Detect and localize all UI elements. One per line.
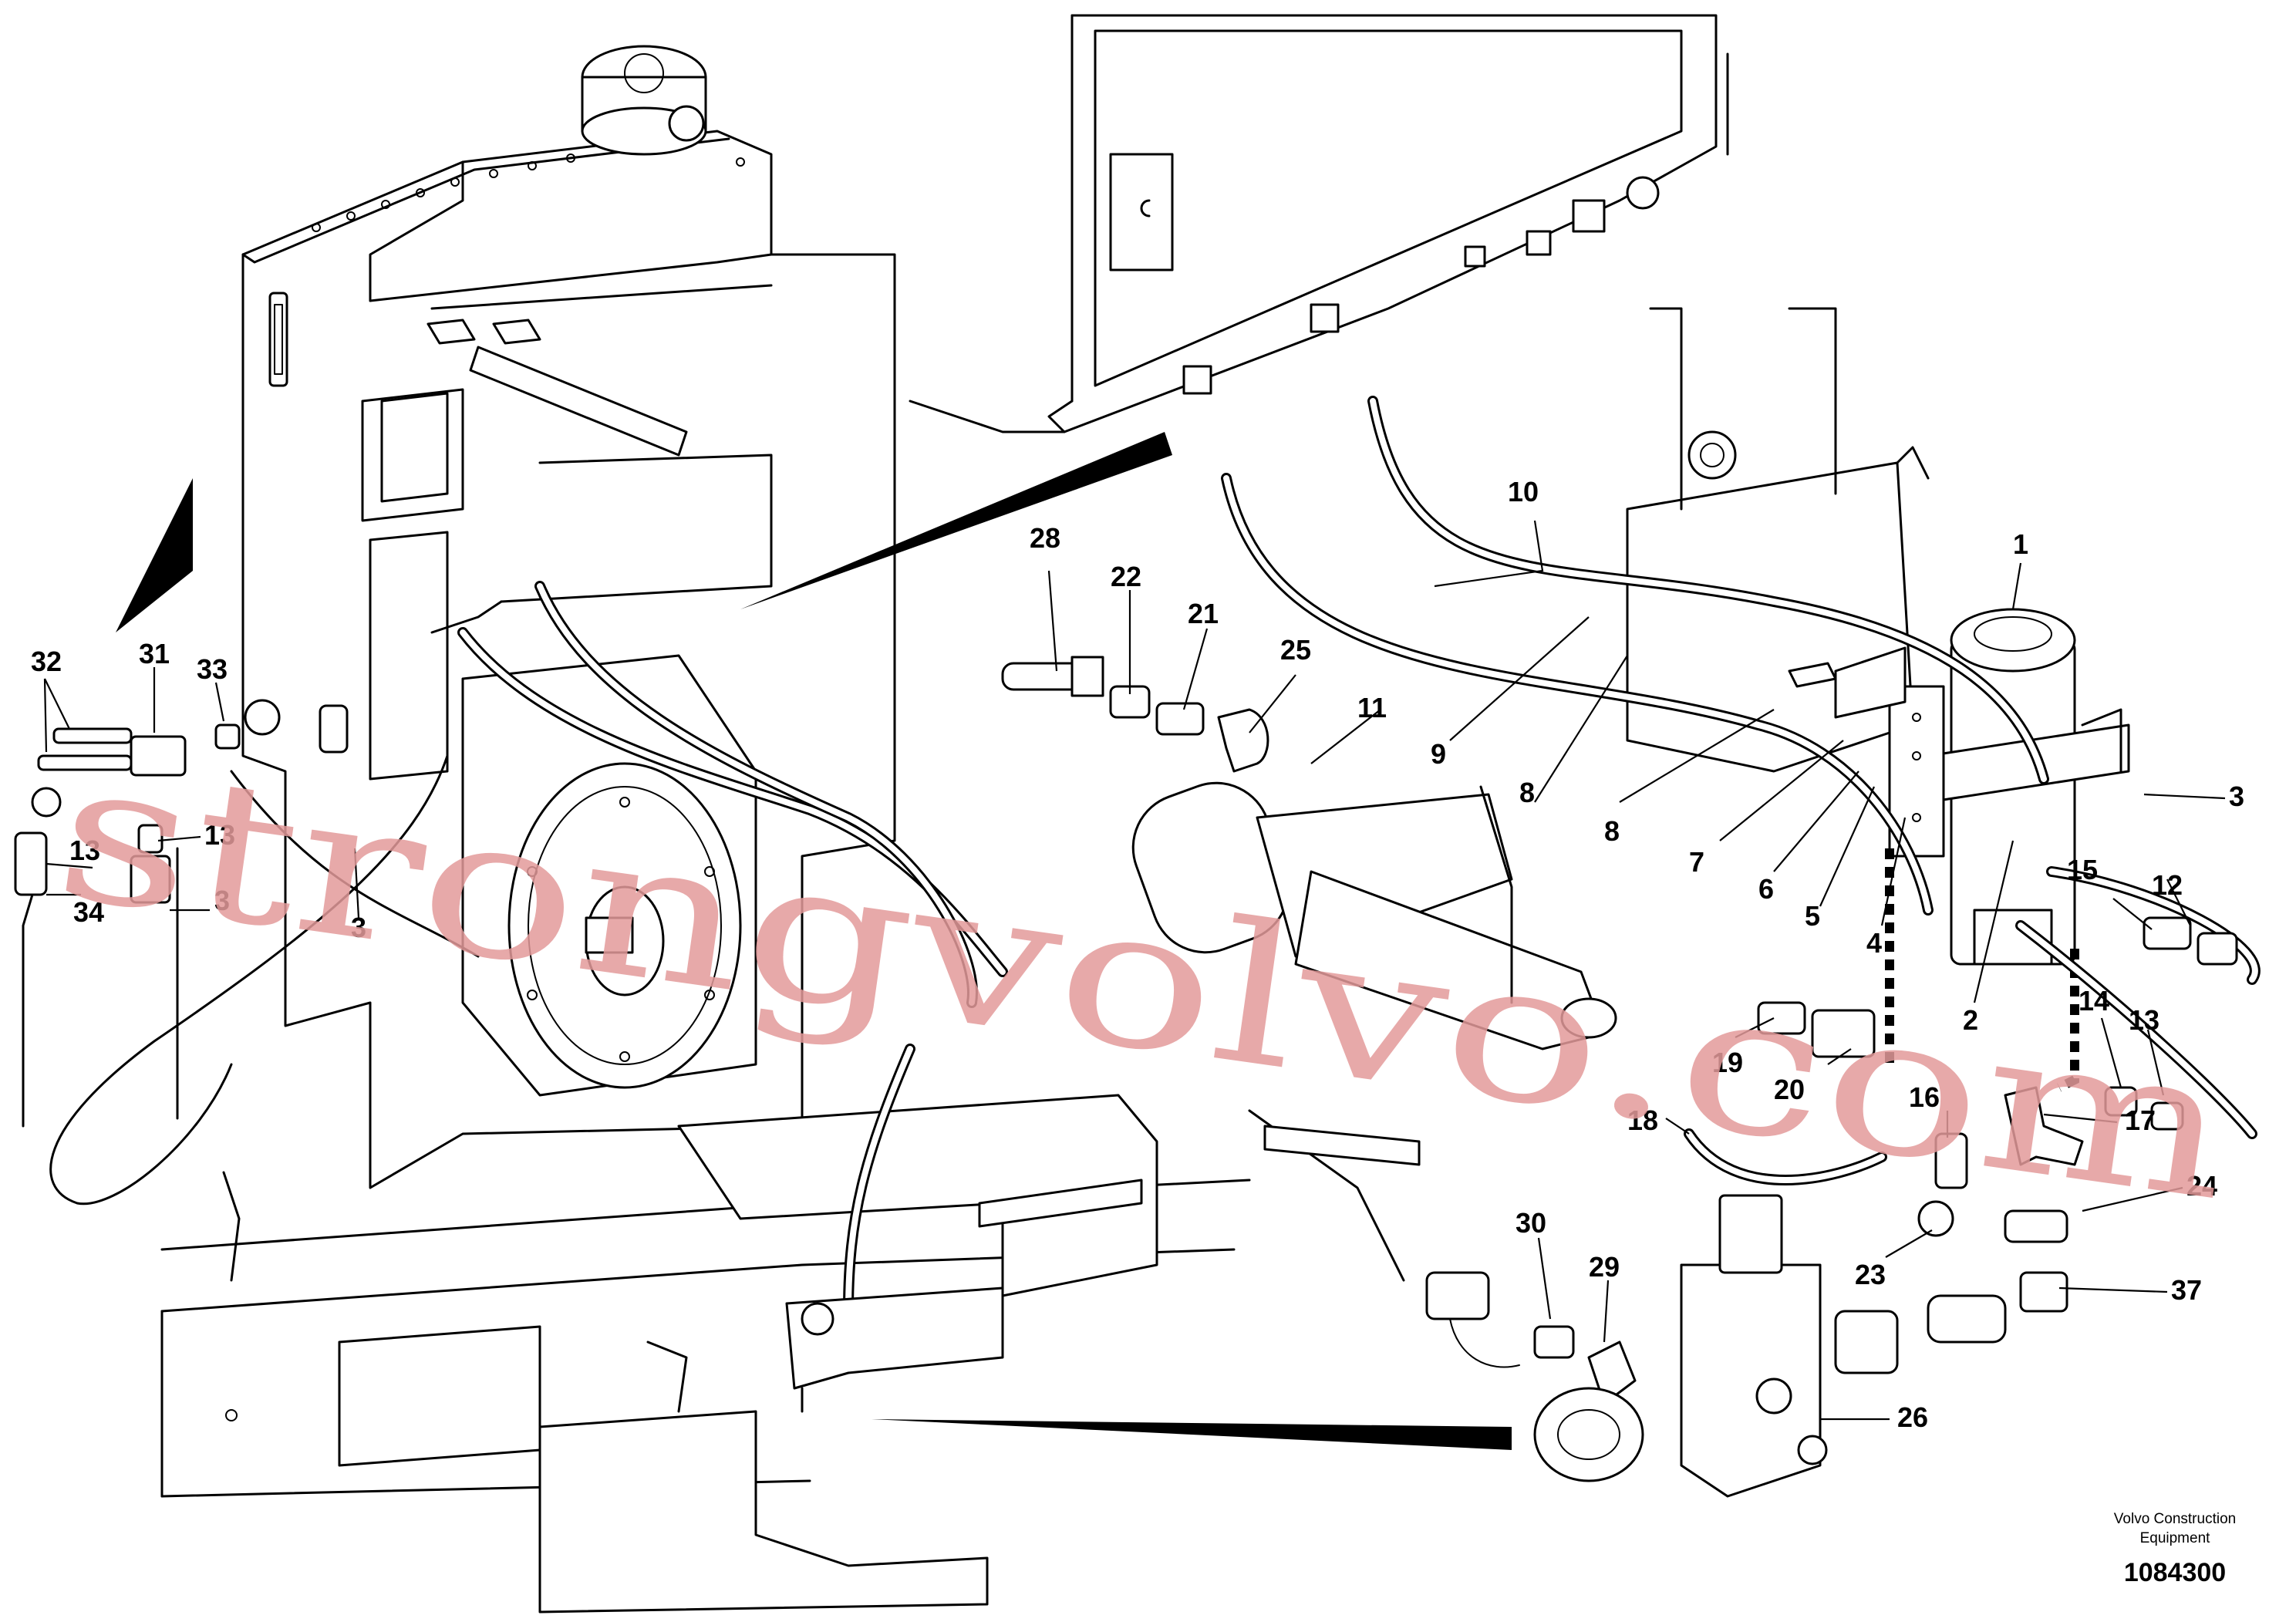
callout-17: 17	[2125, 1104, 2156, 1136]
machine-frame	[160, 45, 1421, 1614]
callout-37: 37	[2171, 1274, 2202, 1306]
callout-24: 24	[2186, 1170, 2217, 1202]
callout-34: 34	[73, 896, 104, 928]
callout-12: 12	[2152, 869, 2183, 901]
valve-26	[1533, 1194, 1828, 1498]
document-number: 1084300	[2124, 1558, 2226, 1587]
callout-14: 14	[2079, 985, 2109, 1017]
callout-13-left: 13	[204, 819, 235, 851]
loose-fittings	[14, 656, 2238, 1498]
callout-7: 7	[1689, 846, 1704, 878]
callout-19: 19	[1712, 1047, 1743, 1078]
callout-23: 23	[1855, 1259, 1886, 1290]
hoses	[22, 396, 2261, 1317]
steering-cylinder	[1131, 781, 1617, 1050]
callout-16: 16	[1909, 1081, 1940, 1113]
callout-25: 25	[1280, 634, 1311, 666]
callout-30: 30	[1515, 1207, 1546, 1239]
callout-18: 18	[1627, 1104, 1658, 1136]
filler-pump	[581, 45, 707, 156]
callout-3-left-b: 3	[351, 912, 366, 943]
callout-26: 26	[1897, 1401, 1928, 1433]
upper-boom	[909, 14, 1729, 433]
callout-1: 1	[2013, 528, 2028, 560]
callout-11: 11	[1357, 692, 1387, 723]
callout-2: 2	[1963, 1004, 1978, 1036]
callout-8-a: 8	[1519, 777, 1535, 808]
callout-labels: 1 3 10 11 9 8 8 7 6 5 4 2 28 22 21 25 15…	[31, 476, 2244, 1433]
credit-line-1: Volvo Construction	[2114, 1511, 2236, 1527]
pointer-wedges	[116, 432, 1512, 1450]
callout-13-left-b: 13	[69, 835, 100, 866]
credit-line-2: Equipment	[2140, 1530, 2211, 1546]
callout-4: 4	[1866, 927, 1882, 959]
right-column	[1626, 307, 2130, 1092]
callout-32: 32	[31, 646, 62, 677]
callout-22: 22	[1111, 561, 1141, 592]
callout-6: 6	[1758, 873, 1774, 905]
callout-15: 15	[2067, 854, 2098, 885]
callout-20: 20	[1774, 1074, 1805, 1105]
callout-33: 33	[197, 653, 228, 685]
cylinder-1	[1950, 608, 2076, 966]
callout-29: 29	[1589, 1251, 1620, 1283]
callout-21: 21	[1188, 598, 1219, 629]
leader-lines	[43, 520, 2226, 1421]
callout-10: 10	[1508, 476, 1539, 508]
callout-9: 9	[1431, 738, 1446, 770]
callout-3-left-a: 3	[214, 885, 230, 916]
callout-13-right: 13	[2129, 1004, 2159, 1036]
callout-31: 31	[139, 638, 170, 669]
callout-5: 5	[1805, 900, 1820, 932]
callout-3-right: 3	[2229, 781, 2244, 812]
top-bolts	[312, 153, 745, 232]
callout-8-b: 8	[1604, 815, 1620, 847]
callout-28: 28	[1030, 522, 1060, 554]
footer: Volvo Construction Equipment 1084300	[2114, 1511, 2236, 1587]
